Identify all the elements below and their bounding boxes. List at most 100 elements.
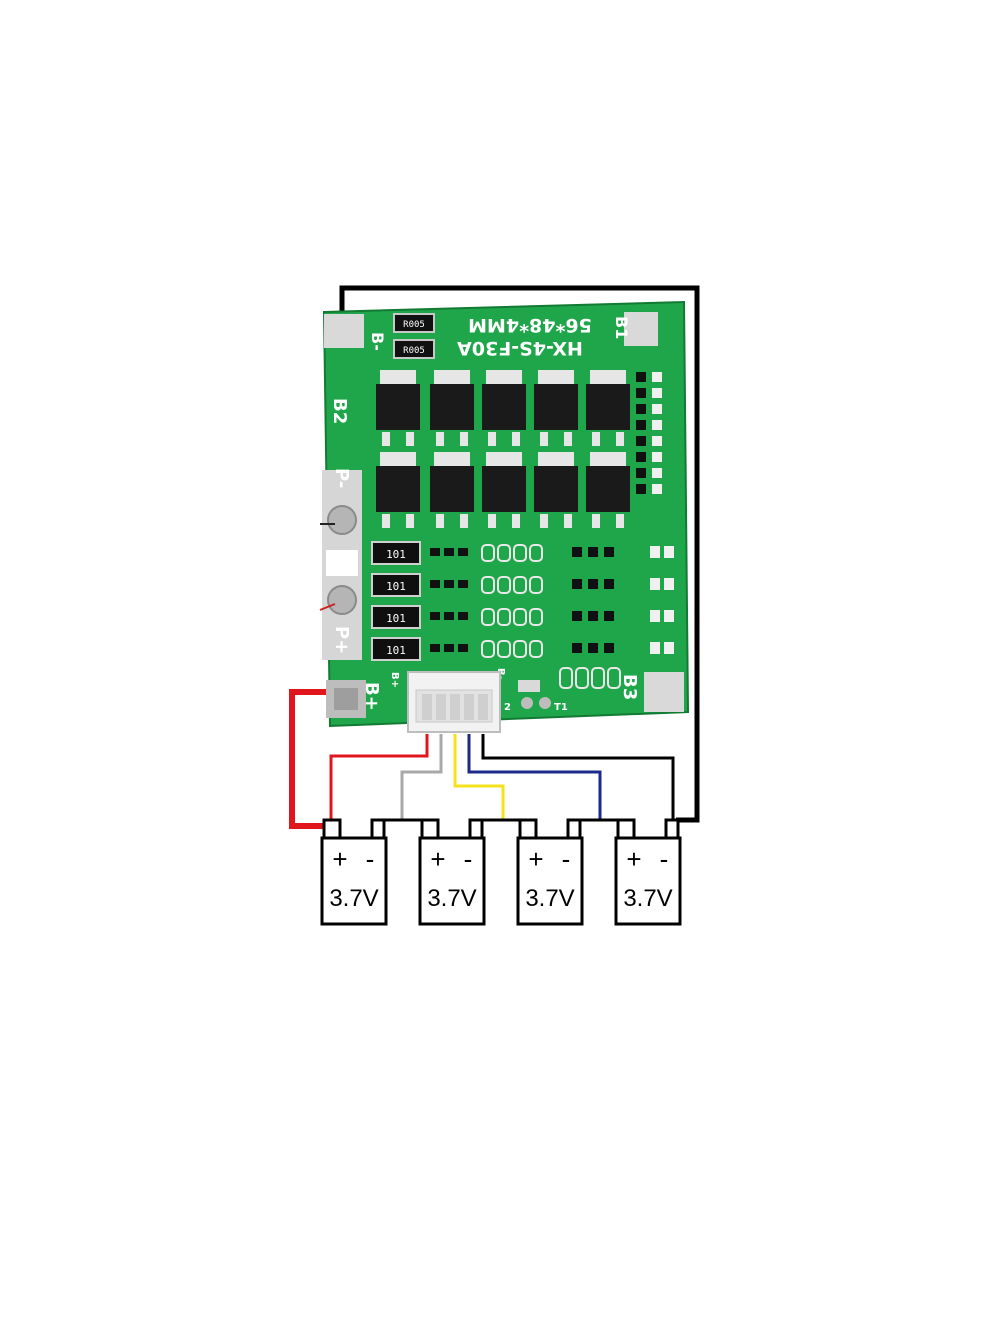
pad-b-minus [324, 314, 364, 348]
label-t1: T1 [554, 702, 568, 713]
smd-cap [652, 420, 662, 430]
wire-blue-balance [467, 734, 602, 820]
mosfet-bottom-5 [586, 452, 630, 528]
smd-chip [636, 372, 646, 382]
wire-red-balance [329, 734, 429, 826]
label-b-plus: B+ [361, 682, 382, 711]
mosfet-bottom-4 [534, 452, 578, 528]
test-point-2 [521, 697, 533, 709]
p-strip-marker [326, 550, 358, 576]
battery-cell-1: +- 3.7V [320, 818, 388, 926]
wire-black-balance [481, 734, 675, 820]
label-t2: 2 [504, 702, 511, 713]
pad-b1 [624, 312, 658, 346]
battery-minus-sign: - [464, 844, 473, 874]
battery-cell-2: +- 3.7V [418, 818, 486, 926]
battery-plus-sign: + [528, 844, 543, 874]
smd-resistor [591, 667, 605, 689]
wire-red-main-positive [289, 689, 333, 829]
smd-cap [652, 468, 662, 478]
balance-row-1: 101 [371, 541, 674, 565]
battery-minus-sign: - [660, 844, 669, 874]
smd-cap [652, 404, 662, 414]
battery-plus-sign: + [332, 844, 347, 874]
resistor-code-2: 101 [386, 580, 406, 593]
smd-chip [636, 452, 646, 462]
smd-cap [652, 452, 662, 462]
smd-cap [652, 484, 662, 494]
model-size-label: 56*48*4MM [468, 314, 592, 336]
label-b1: B1 [612, 316, 631, 339]
smd-resistor [559, 667, 573, 689]
label-b-minus: B- [368, 332, 387, 351]
model-name-label: HX-4S-F30A [457, 337, 583, 359]
mosfet-array [376, 370, 630, 528]
battery-minus-terminal [370, 818, 386, 840]
smd-chip [636, 420, 646, 430]
smd-cap [652, 388, 662, 398]
label-b2: B2 [329, 398, 350, 424]
battery-voltage-label: 3.7V [525, 885, 574, 912]
smd-resistor [607, 667, 621, 689]
battery-plus-terminal [616, 818, 636, 840]
smd-chip [636, 388, 646, 398]
mosfet-top-3 [482, 370, 526, 446]
balance-row-4: 101 [371, 637, 674, 661]
mosfet-bottom-1 [376, 452, 420, 528]
mosfet-top-1 [376, 370, 420, 446]
label-connector-b-plus: B+ [389, 672, 400, 688]
smd-cap [652, 372, 662, 382]
smd-components [559, 372, 662, 689]
balance-row-3: 101 [371, 605, 674, 629]
shunt-resistors: R005 R005 [393, 313, 435, 359]
wire-black-main-negative [339, 285, 700, 823]
wire-gray-balance [400, 734, 443, 820]
battery-voltage-label: 3.7V [427, 885, 476, 912]
battery-voltage-label: 3.7V [329, 885, 378, 912]
battery-minus-terminal [664, 818, 680, 840]
battery-cell-4: +- 3.7V [614, 818, 682, 926]
battery-minus-terminal [566, 818, 582, 840]
battery-plus-sign: + [430, 844, 445, 874]
battery-minus-sign: - [366, 844, 375, 874]
battery-voltage-label: 3.7V [623, 885, 672, 912]
mosfet-top-5 [586, 370, 630, 446]
battery-plus-terminal [518, 818, 538, 840]
resistor-code-4: 101 [386, 644, 406, 657]
smd-chip [636, 484, 646, 494]
battery-plus-terminal [322, 818, 342, 840]
shunt-code-1: R005 [403, 320, 425, 330]
battery-cell-body [614, 836, 682, 926]
balance-row-2: 101 [371, 573, 674, 597]
bms-board: R005 R005 56*48*4MM HX-4S-F30A B- B1 B2 … [319, 300, 690, 733]
battery-cells: +-3.7V+-3.7V+-3.7V+-3.7V [320, 818, 682, 926]
test-point-t1 [539, 697, 551, 709]
battery-plus-sign: + [626, 844, 641, 874]
pad-b3 [644, 672, 684, 712]
smd-chip [636, 404, 646, 414]
wire-yellow-balance [453, 734, 505, 820]
smd-chip [636, 436, 646, 446]
mosfet-bottom-2 [430, 452, 474, 528]
battery-cell-body [320, 836, 388, 926]
balance-resistor-rows: 101 101 101 101 [371, 541, 674, 661]
battery-minus-terminal [468, 818, 484, 840]
mosfet-top-2 [430, 370, 474, 446]
battery-cell-body [418, 836, 486, 926]
battery-minus-sign: - [562, 844, 571, 874]
label-p-minus: P- [331, 468, 352, 488]
resistor-code-3: 101 [386, 612, 406, 625]
balance-connector [407, 671, 501, 733]
smd-cap [652, 436, 662, 446]
test-pad [518, 680, 540, 692]
mosfet-top-4 [534, 370, 578, 446]
p-plus-terminal-hole [327, 585, 357, 615]
mosfet-bottom-3 [482, 452, 526, 528]
wires [289, 285, 700, 838]
label-p-plus: P+ [331, 626, 352, 654]
battery-cell-3: +- 3.7V [516, 818, 584, 926]
smd-chip [636, 468, 646, 478]
battery-plus-terminal [420, 818, 440, 840]
p-plus-wire-stub [319, 603, 336, 611]
